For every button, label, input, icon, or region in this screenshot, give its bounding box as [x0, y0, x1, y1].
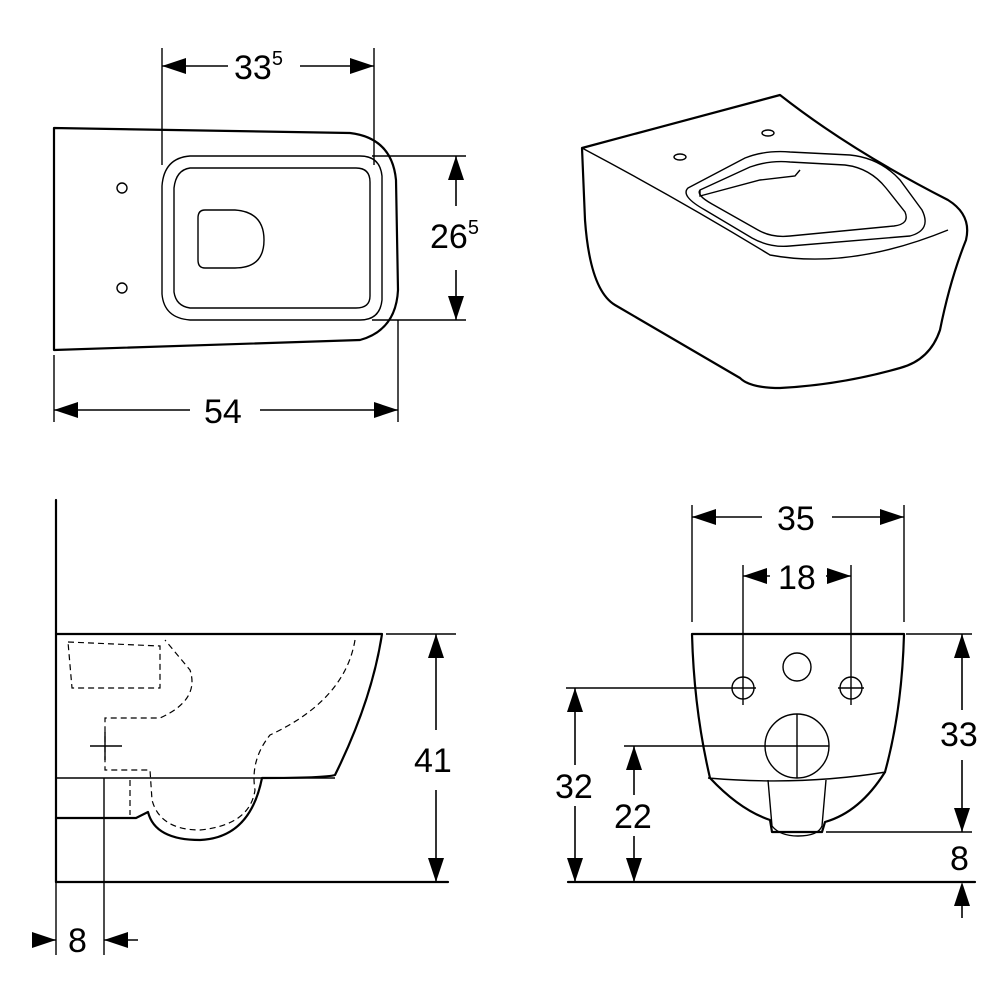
perspective-bowl-rim — [685, 150, 926, 248]
dim-front-bottom-gap: 8 — [950, 840, 969, 878]
dim-side-offset: 8 — [68, 922, 87, 960]
front-rim-line — [707, 771, 887, 782]
perspective-top-edge — [581, 147, 949, 260]
top-view-hole-upper — [116, 182, 128, 194]
side-hidden-bowl — [104, 639, 356, 831]
perspective-bowl-inner — [698, 160, 907, 238]
perspective-hole-left — [673, 153, 687, 161]
front-spigot — [767, 779, 827, 837]
perspective-hole-right — [761, 129, 775, 137]
top-view-outline — [52, 126, 400, 352]
top-view-seat-rim — [161, 155, 383, 321]
front-view: 35 18 33 8 32 22 — [555, 500, 978, 918]
dim-top-width: 335 — [234, 48, 283, 87]
dim-top-depth: 265 — [430, 217, 479, 256]
side-hidden-tank — [67, 641, 161, 689]
perspective-view — [580, 93, 969, 390]
dim-fixing-spacing: 18 — [778, 559, 816, 597]
dim-outlet-height: 22 — [614, 798, 652, 836]
top-view-hole-lower — [116, 282, 128, 294]
front-water-inlet — [782, 652, 812, 682]
perspective-outlet-edge — [699, 169, 801, 197]
front-outline — [690, 632, 906, 834]
dim-overall-length: 54 — [204, 393, 242, 431]
dim-side-height: 41 — [414, 742, 452, 780]
dim-front-height: 33 — [940, 716, 978, 754]
top-view: 335 265 54 — [52, 48, 479, 431]
side-view: 41 8 — [32, 498, 456, 960]
dim-fixing-height: 32 — [555, 768, 593, 806]
top-view-bowl-inner — [173, 167, 371, 309]
dim-front-width: 35 — [777, 500, 815, 538]
perspective-outline — [580, 93, 969, 390]
top-view-outlet — [197, 209, 265, 269]
